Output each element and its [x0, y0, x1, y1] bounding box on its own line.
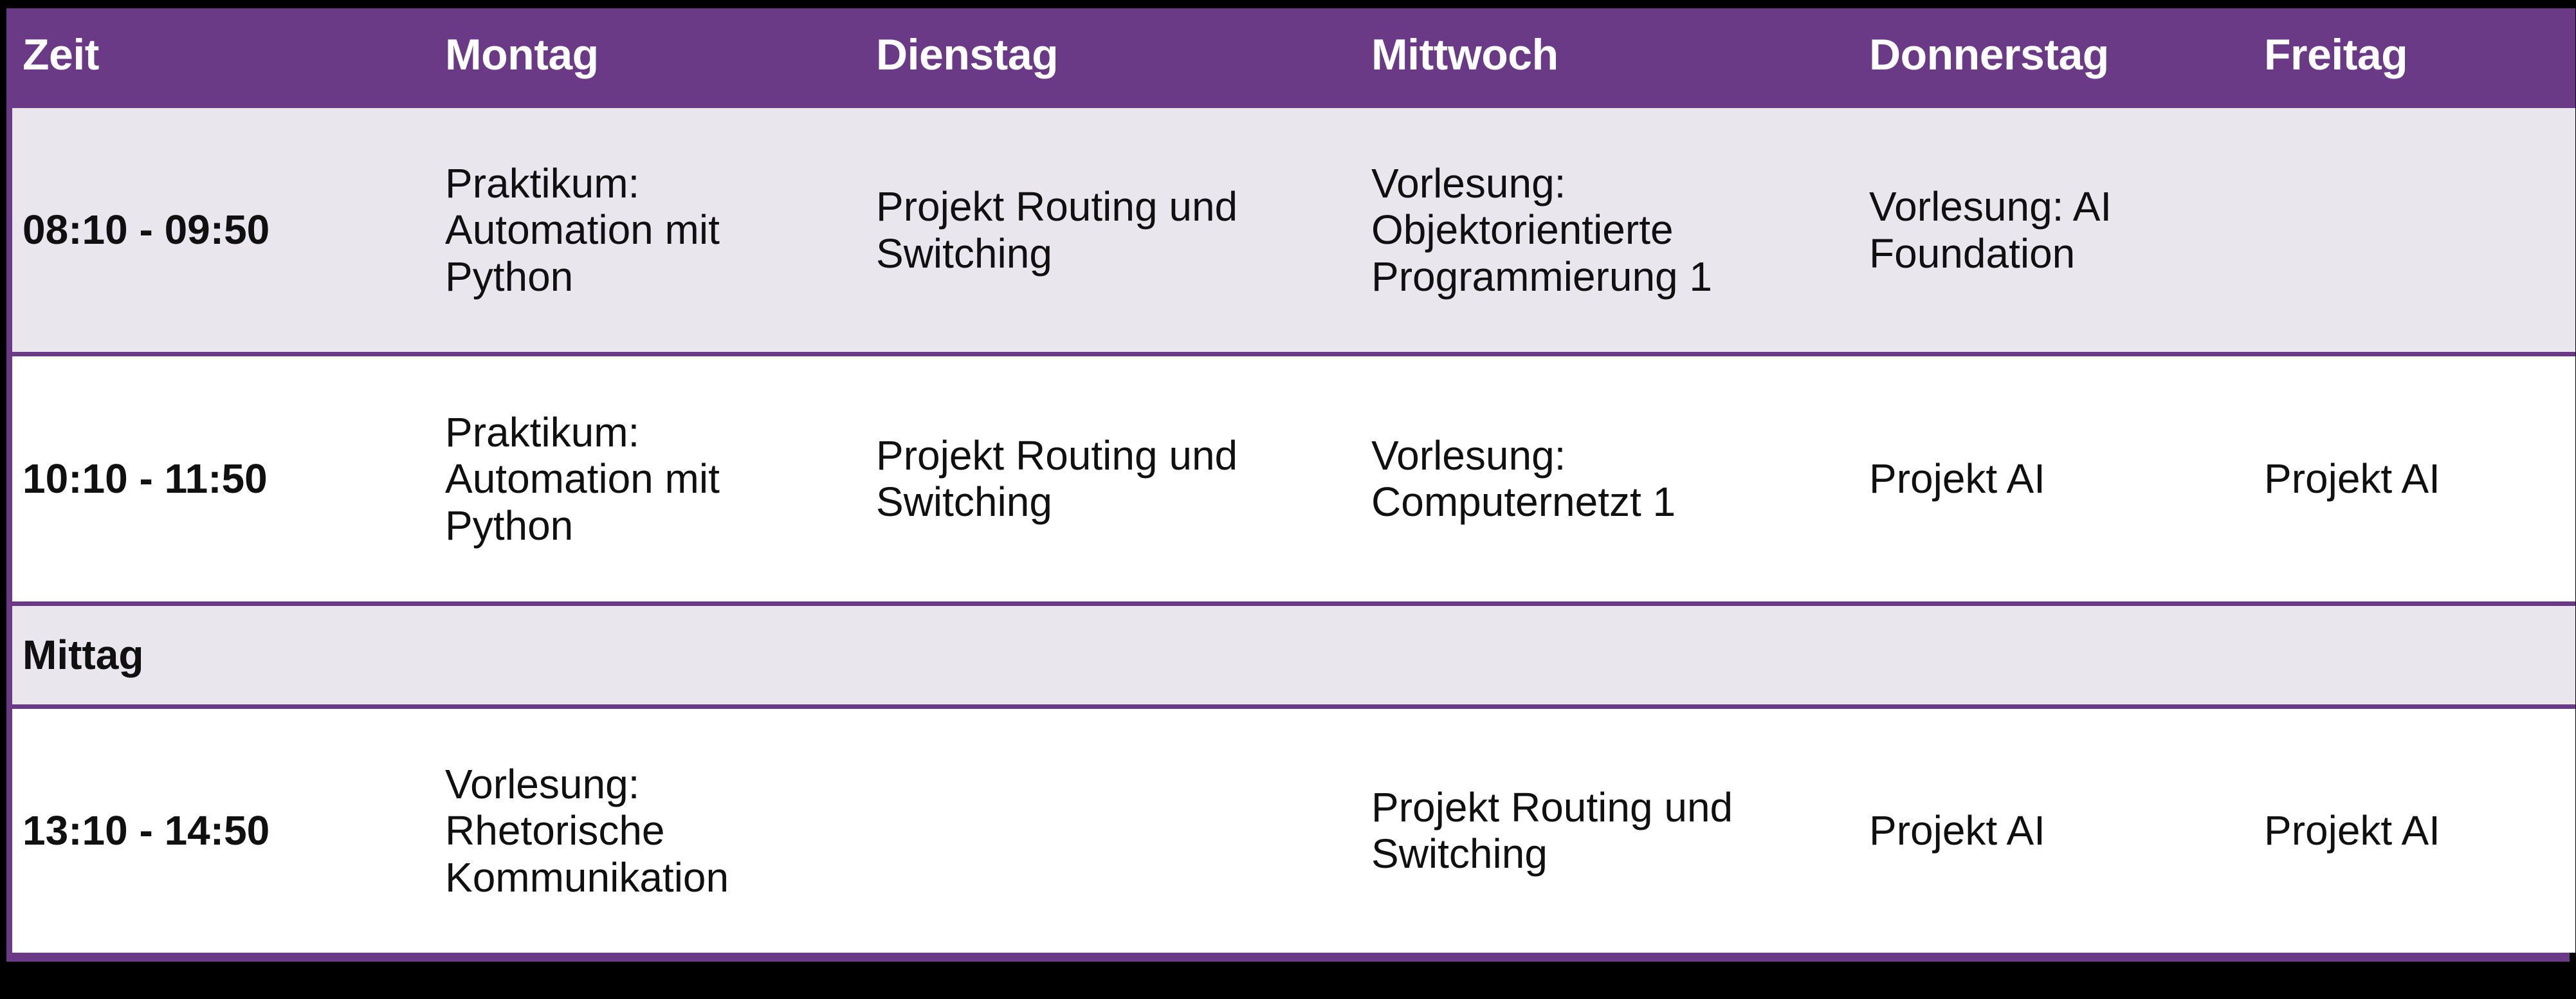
- cell-time: 13:10 - 14:50: [12, 704, 424, 953]
- timetable-frame: Zeit Montag Dienstag Mittwoch Donnerstag…: [6, 8, 2575, 962]
- cell-freitag: Projekt AI: [2257, 352, 2575, 604]
- cell-time: 10:10 - 11:50: [12, 352, 424, 604]
- column-header-zeit: Zeit: [12, 8, 424, 108]
- weekly-timetable: Zeit Montag Dienstag Mittwoch Donnerstag…: [12, 8, 2575, 953]
- column-header-donnerstag-label: Donnerstag: [1869, 30, 2109, 79]
- column-header-donnerstag: Donnerstag: [1858, 8, 2257, 108]
- timetable-body: 08:10 - 09:50 Praktikum: Automation mit …: [12, 108, 2575, 953]
- timetable-header: Zeit Montag Dienstag Mittwoch Donnerstag…: [12, 8, 2575, 108]
- column-header-montag-label: Montag: [445, 30, 599, 79]
- cell-break-label: Mittag: [12, 601, 2575, 707]
- cell-dienstag: Projekt Routing und Switching: [868, 108, 1357, 354]
- cell-mittwoch: Vorlesung: Computernetzt 1: [1357, 352, 1858, 604]
- cell-time: 08:10 - 09:50: [12, 108, 424, 354]
- cell-mittwoch: Projekt Routing und Switching: [1357, 704, 1858, 953]
- column-header-montag: Montag: [424, 8, 868, 108]
- cell-mittwoch: Vorlesung: Objektorientierte Programmier…: [1357, 108, 1858, 354]
- table-row: 08:10 - 09:50 Praktikum: Automation mit …: [12, 108, 2575, 354]
- table-row: 13:10 - 14:50 Vorlesung: Rhetorische Kom…: [12, 704, 2575, 953]
- cell-freitag: Projekt AI: [2257, 704, 2575, 953]
- cell-montag: Praktikum: Automation mit Python: [424, 352, 868, 604]
- column-header-freitag: Freitag: [2257, 8, 2575, 108]
- cell-montag: Praktikum: Automation mit Python: [424, 108, 868, 354]
- table-row-break: Mittag: [12, 601, 2575, 707]
- cell-dienstag: Projekt Routing und Switching: [868, 352, 1357, 604]
- column-header-dienstag: Dienstag: [868, 8, 1357, 108]
- cell-montag: Vorlesung: Rhetorische Kommunikation: [424, 704, 868, 953]
- cell-dienstag: [868, 704, 1357, 953]
- cell-donnerstag: Projekt AI: [1858, 704, 2257, 953]
- cell-donnerstag: Projekt AI: [1858, 352, 2257, 604]
- column-header-freitag-label: Freitag: [2264, 30, 2408, 79]
- table-row: 10:10 - 11:50 Praktikum: Automation mit …: [12, 352, 2575, 604]
- column-header-mittwoch: Mittwoch: [1357, 8, 1858, 108]
- column-header-zeit-label: Zeit: [23, 30, 99, 79]
- cell-freitag: [2257, 108, 2575, 354]
- column-header-mittwoch-label: Mittwoch: [1371, 30, 1558, 79]
- cell-donnerstag: Vorlesung: AI Foundation: [1858, 108, 2257, 354]
- column-header-dienstag-label: Dienstag: [876, 30, 1059, 79]
- header-row: Zeit Montag Dienstag Mittwoch Donnerstag…: [12, 8, 2575, 108]
